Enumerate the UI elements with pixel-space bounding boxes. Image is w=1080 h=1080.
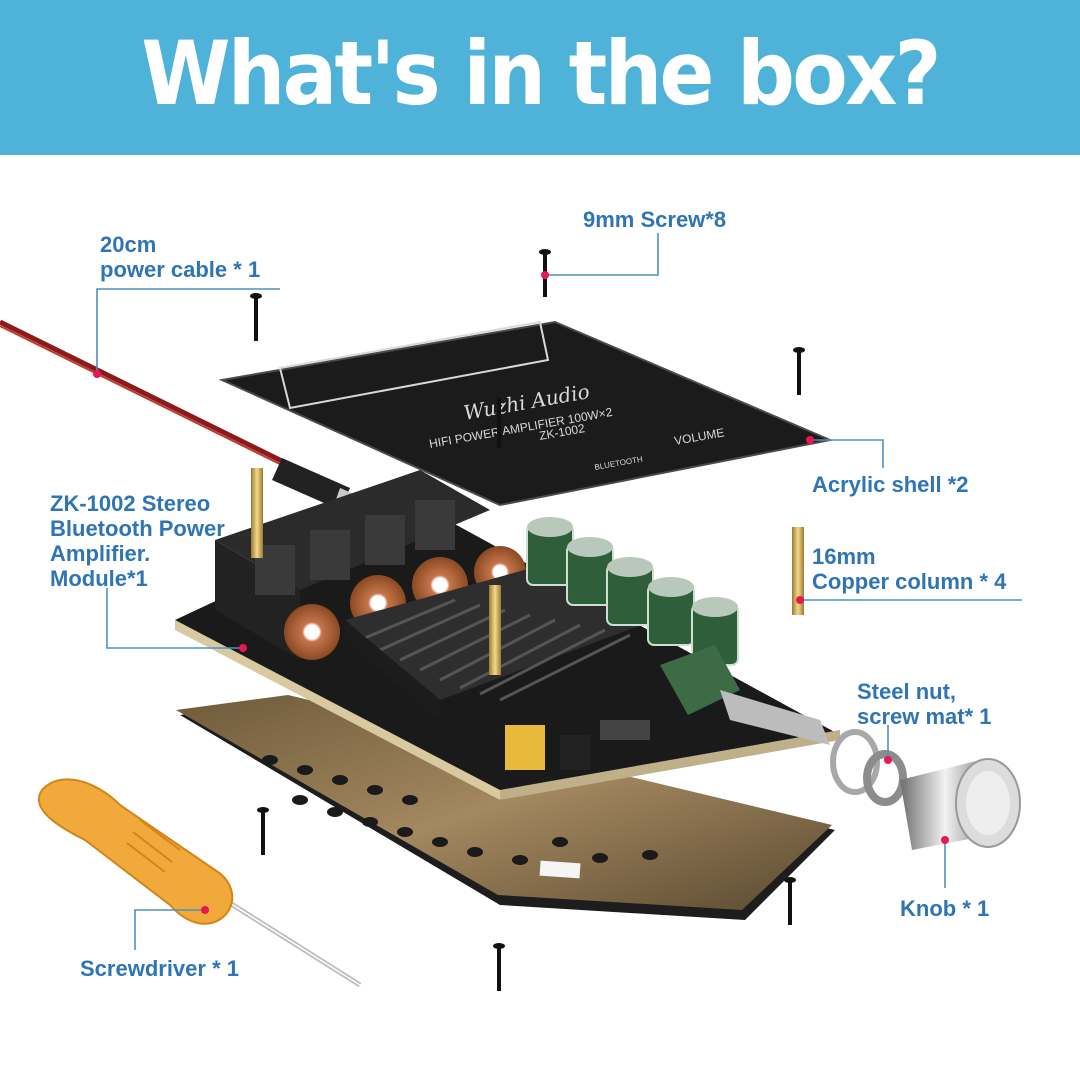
label-amplifier-module: ZK-1002 Stereo Bluetooth Power Amplifier… <box>50 491 225 591</box>
label-steel-nut: Steel nut, screw mat* 1 <box>857 679 992 729</box>
label-screwdriver: Screwdriver * 1 <box>80 956 239 981</box>
page-title: What's in the box? <box>141 22 941 125</box>
amplifier-module <box>175 468 840 800</box>
knob <box>900 758 1021 850</box>
label-screw: 9mm Screw*8 <box>583 207 727 232</box>
title-banner: What's in the box? <box>0 0 1080 155</box>
bottom-plate <box>176 695 835 920</box>
label-knob: Knob * 1 <box>900 896 990 921</box>
copper-column <box>792 527 804 615</box>
screwdriver <box>37 778 362 988</box>
marker-dots <box>93 271 949 914</box>
leader-lines <box>96 233 1022 950</box>
label-acrylic-shell: Acrylic shell *2 <box>812 472 969 497</box>
label-power-cable: 20cm power cable * 1 <box>100 232 261 282</box>
steel-nut <box>830 729 907 806</box>
label-copper-column: 16mm Copper column * 4 <box>812 544 1007 594</box>
